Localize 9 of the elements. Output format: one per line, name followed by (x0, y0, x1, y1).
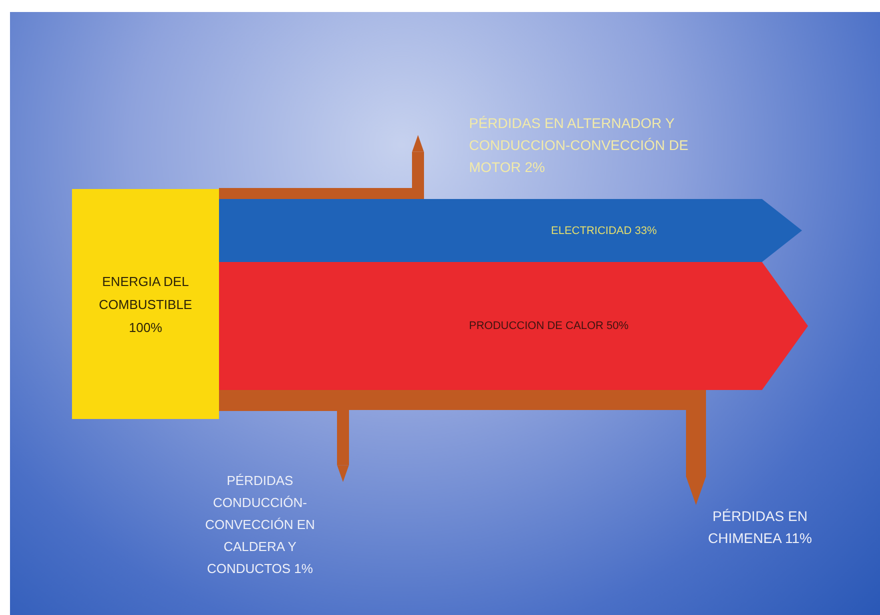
source-box: ENERGIA DEL COMBUSTIBLE 100% (72, 189, 219, 419)
flow-arrow (219, 390, 706, 505)
loss-label: PÉRDIDAS EN ALTERNADOR Y CONDUCCION-CONVECCIÓN DE MOTOR 2% (425, 112, 735, 184)
flow-arrow (219, 135, 424, 200)
energy-band (219, 262, 808, 390)
loss-label: PÉRDIDAS EN CHIMENEA 11% (700, 505, 820, 577)
loss-label: PÉRDIDAS CONDUCCIÓN-CONVECCIÓN EN CALDERA Y CONDUCTOS 1% (180, 470, 340, 582)
flow-label: PRODUCCION DE CALOR 50% (469, 319, 629, 334)
flow-label: ELECTRICIDAD 33% (551, 224, 657, 238)
